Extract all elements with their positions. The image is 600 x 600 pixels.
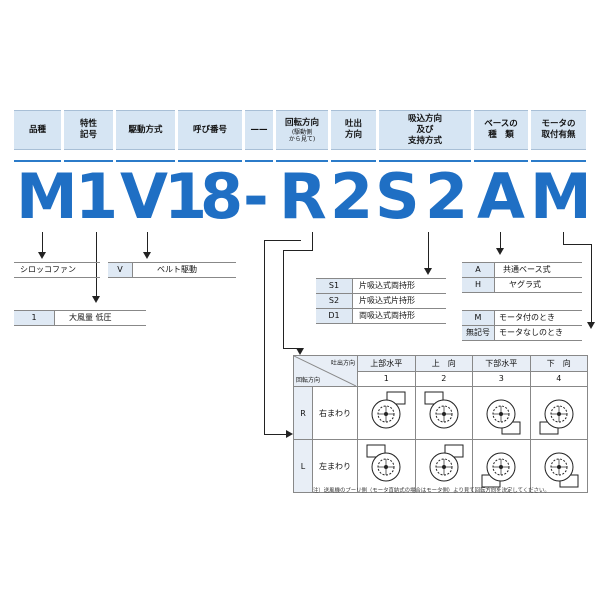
suction-option: D1 両吸込式両持形 xyxy=(316,308,446,324)
fan-diagram-l1 xyxy=(363,443,409,489)
header-cell-characteristic: 特性 記号 xyxy=(64,110,113,150)
model-code-char: 8 xyxy=(200,160,244,233)
table-corner: 吐出方向 回転方向 xyxy=(293,355,358,387)
model-code-char: R xyxy=(279,160,327,233)
header-cell-discharge: 吐出 方向 xyxy=(331,110,376,150)
header-cell-rotation: 回転方向(駆動側 から見て) xyxy=(276,110,328,150)
rotation-label: 左まわり xyxy=(312,439,358,493)
drive-code: V xyxy=(108,263,133,277)
direction-header: 下部水平 xyxy=(472,355,531,372)
direction-number: 3 xyxy=(472,370,531,387)
series-value: シロッコファン xyxy=(20,265,76,274)
fan-diagram xyxy=(414,439,473,493)
fan-diagram-l3 xyxy=(478,443,524,489)
fan-diagram xyxy=(472,386,531,440)
fan-diagram xyxy=(529,439,588,493)
direction-number: 1 xyxy=(357,370,416,387)
suction-option: S1 片吸込式両持形 xyxy=(316,278,446,294)
rotation-label: 右まわり xyxy=(312,386,358,440)
characteristic-value: 大風量 低圧 xyxy=(69,313,112,322)
series-option: シロッコファン xyxy=(14,262,100,278)
base-option: A 共通ベース式 xyxy=(462,262,582,278)
fan-diagram-r3 xyxy=(478,390,524,436)
fan-diagram-l2 xyxy=(421,443,467,489)
header-cell-dash: —— xyxy=(245,110,273,150)
header-cell-motor: モータの 取付有無 xyxy=(531,110,586,150)
fan-diagram xyxy=(529,386,588,440)
model-code-char: M xyxy=(16,160,78,233)
header-cell-number: 呼び番号 xyxy=(178,110,242,150)
model-code-char: A xyxy=(477,160,525,233)
fan-diagram xyxy=(472,439,531,493)
drive-option: V ベルト駆動 xyxy=(108,262,236,278)
fan-diagram xyxy=(357,386,416,440)
fan-diagram-r2 xyxy=(421,390,467,436)
fan-diagram-l4 xyxy=(536,443,582,489)
direction-number: 2 xyxy=(414,370,473,387)
direction-number: 4 xyxy=(529,370,588,387)
model-code-char: 1 xyxy=(164,160,208,233)
rotation-note: 注）送風機のプーリ側（モータ直結式の場合はモータ側）より見て回転方向を決定してく… xyxy=(313,488,550,494)
direction-header: 下 向 xyxy=(529,355,588,372)
fan-diagram-r1 xyxy=(363,390,409,436)
model-code-char: M xyxy=(530,160,592,233)
fan-diagram xyxy=(414,386,473,440)
characteristic-option: 1 大風量 低圧 xyxy=(14,310,146,326)
model-code-char: 2 xyxy=(330,160,374,233)
fan-diagram-r4 xyxy=(536,390,582,436)
rotation-code: L xyxy=(293,439,313,493)
base-option: H ヤグラ式 xyxy=(462,277,582,293)
model-code-char: 2 xyxy=(425,160,469,233)
header-cell-series: 品種 xyxy=(14,110,61,150)
characteristic-code: 1 xyxy=(14,311,55,325)
direction-header: 上部水平 xyxy=(357,355,416,372)
direction-header: 上 向 xyxy=(414,355,473,372)
model-code-char: S xyxy=(375,160,420,233)
rotation-table: 吐出方向 回転方向 上部水平 上 向 下部水平 下 向 1 2 3 4 R 右ま… xyxy=(293,355,588,493)
header-cell-suction: 吸込方向 及び 支持方式 xyxy=(379,110,471,150)
motor-option: 無記号 モータなしのとき xyxy=(462,325,582,341)
header-cell-drive: 駆動方式 xyxy=(116,110,175,150)
header-cell-base: ベースの 種 類 xyxy=(474,110,528,150)
model-code-char: V xyxy=(120,160,168,233)
motor-option: M モータ付のとき xyxy=(462,310,582,326)
suction-option: S2 片吸込式片持形 xyxy=(316,293,446,309)
fan-diagram xyxy=(357,439,416,493)
rotation-code: R xyxy=(293,386,313,440)
model-code-char: - xyxy=(243,160,269,233)
drive-value: ベルト駆動 xyxy=(157,265,197,274)
model-code-char: 1 xyxy=(75,160,119,233)
